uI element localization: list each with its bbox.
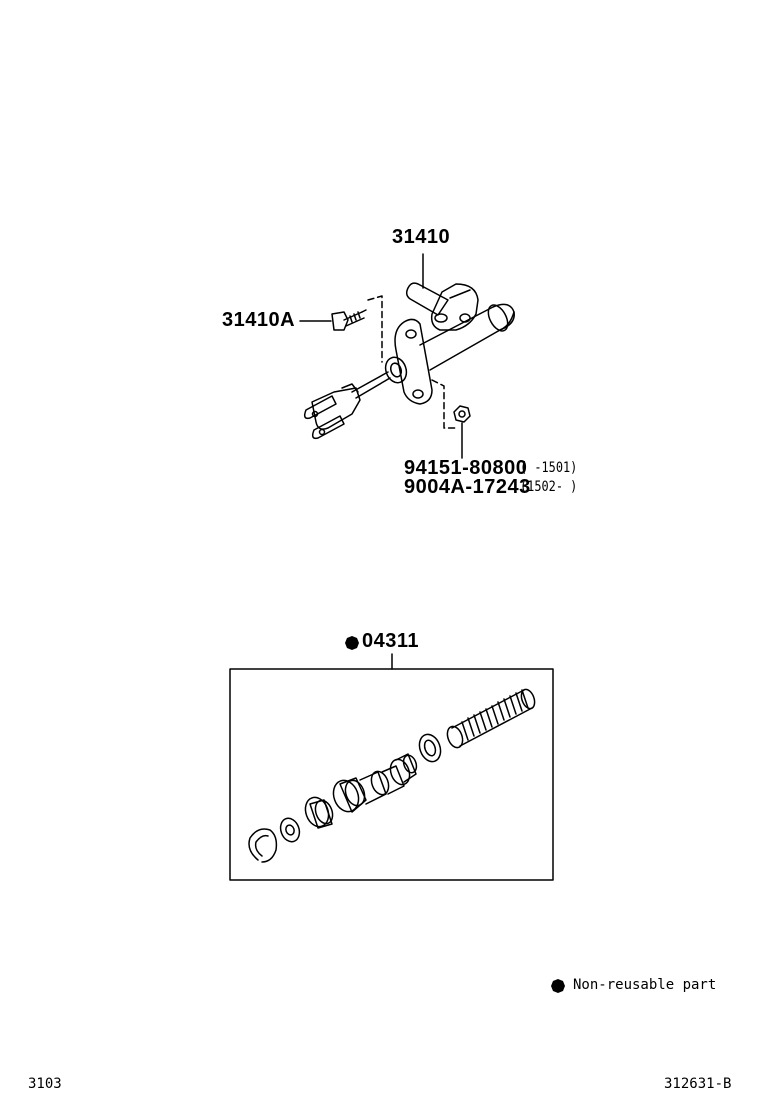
master-cylinder-drawing xyxy=(303,253,515,440)
part-date-range-1: ( -1501) xyxy=(520,460,578,476)
legend-non-reusable-icon xyxy=(551,979,565,993)
part-number-31410a[interactable]: 31410A xyxy=(222,309,296,331)
nut-drawing xyxy=(453,405,471,459)
bolt-drawing xyxy=(299,309,367,331)
kit-parts-drawing xyxy=(248,688,536,863)
non-reusable-marker-icon xyxy=(345,636,359,650)
part-number-04311[interactable]: 04311 xyxy=(362,630,420,652)
part-number-9004a-17243[interactable]: 9004A-17243 xyxy=(404,476,531,498)
legend-label: Non-reusable part xyxy=(573,977,717,993)
part-date-range-2: (1502- ) xyxy=(520,479,578,495)
part-number-31410[interactable]: 31410 xyxy=(392,226,451,248)
kit-box xyxy=(229,668,554,881)
footer-left-code: 3103 xyxy=(28,1076,62,1092)
part-number-94151-80800[interactable]: 94151-80800 xyxy=(404,457,528,479)
footer-right-code: 312631-B xyxy=(664,1076,732,1092)
